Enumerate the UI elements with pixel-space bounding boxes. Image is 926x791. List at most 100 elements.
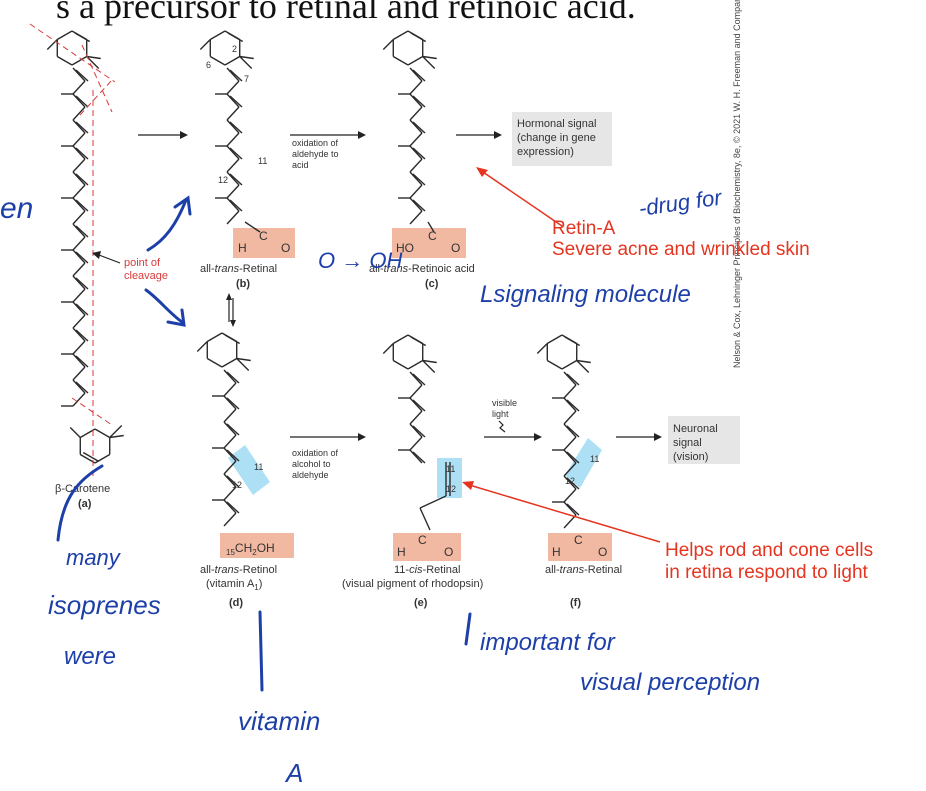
aldehyde-highlight-b	[233, 228, 295, 258]
mol-a-chain-bond	[72, 171, 86, 186]
mol-b-chain-bond	[226, 158, 240, 173]
mol-a-chain-bond	[72, 80, 86, 95]
mol-a-chain-double	[75, 251, 89, 264]
mol-b-chain-double	[229, 147, 243, 160]
mol-b-ring-bond	[209, 30, 226, 41]
mol-e-chain-bond	[409, 384, 423, 399]
mol-d-chain-bond	[223, 447, 237, 462]
mol-a-chain-double	[75, 173, 89, 186]
mol-d-chain-double	[226, 449, 240, 462]
mol-d-methyl	[236, 358, 250, 371]
group-f-h: H	[552, 545, 561, 559]
mol-a-chain-bond	[72, 314, 86, 329]
mol-a-chain-double	[75, 303, 89, 316]
oxidation-alc-2: alcohol to	[292, 459, 331, 469]
mol-f-chain-bond	[563, 514, 577, 529]
mol-f-chain-bond	[563, 501, 577, 516]
mol-a-chain-bond	[72, 223, 86, 238]
mol-a-chain-double	[75, 69, 89, 82]
mol-c-ring-bond	[392, 30, 409, 41]
mol-d-ring-double	[224, 334, 241, 345]
mol-f-chain-double	[566, 425, 580, 438]
mol-a-chain-bond	[72, 145, 86, 160]
mol-a-chain-bond	[72, 93, 86, 108]
mol-e-tail	[419, 495, 447, 509]
mol-a-chain-bond	[72, 327, 86, 342]
mol-e-chain-double	[412, 451, 426, 464]
visible-light-1: visible	[492, 398, 517, 408]
mol-a-chain-bond	[72, 366, 86, 381]
mol-e-methyl	[422, 359, 437, 364]
copyright-text: Nelson & Cox, Lehninger Principles of Bi…	[732, 0, 742, 368]
mol-a-chain-bond	[72, 288, 86, 303]
aldehyde-highlight-f	[548, 533, 612, 561]
hand-important-1: important for	[480, 629, 616, 656]
bond-highlight-f	[565, 438, 602, 488]
mol-b-chain-bond	[226, 171, 240, 186]
mol-e-chain-bond	[409, 410, 423, 425]
mol-c-chain-bond	[409, 80, 423, 95]
mol-a-chain-bond	[72, 119, 86, 134]
letter-a: (a)	[78, 498, 92, 510]
cleavage-marks	[29, 23, 116, 480]
retin-a-use: Severe acne and wrinkled skin	[552, 239, 810, 260]
mol-e-ring-double	[410, 336, 427, 347]
letter-d: (d)	[229, 597, 243, 609]
mol-b-ring-bond	[209, 55, 226, 66]
mol-f-chain-bond	[563, 475, 577, 490]
mol-d-chain-bond	[223, 395, 237, 410]
mol-a-end-ring-double	[82, 451, 99, 462]
hormonal-1: Hormonal signal	[517, 118, 596, 130]
mol-c-methyl	[422, 56, 436, 69]
hand-strokes	[56, 195, 472, 692]
mol-f-chain-bond	[563, 462, 577, 477]
num-d-12: 12	[232, 480, 242, 490]
mol-b-chain-bond	[226, 197, 240, 212]
mol-d-chain-bond	[223, 369, 237, 384]
mol-f-chain-bond	[563, 436, 577, 451]
oxidation-ald-1: oxidation of	[292, 138, 339, 148]
mol-d-chain-bond	[223, 473, 237, 488]
hand-signaling-molecule: Lsignaling molecule	[480, 281, 691, 308]
neuronal-3: (vision)	[673, 451, 708, 463]
group-e-o: O	[444, 545, 453, 559]
num-f-12: 12	[565, 476, 575, 486]
hand-a: A	[284, 758, 303, 786]
mol-f-ring-bond	[546, 334, 563, 345]
mol-c-chain-bond	[409, 145, 423, 160]
mol-a-chain-double	[75, 225, 89, 238]
hand-isoprenes-1: many	[66, 545, 122, 570]
oxidation-alc-3: aldehyde	[292, 470, 329, 480]
mol-b-aldehyde	[244, 221, 261, 233]
num-b-2: 2	[232, 44, 237, 54]
visible-light-2: light	[492, 409, 509, 419]
mol-f-chain-double	[566, 373, 580, 386]
num-b-12: 12	[218, 175, 228, 185]
hand-vitamin: vitamin	[238, 706, 320, 736]
mol-e-tail	[419, 507, 431, 531]
mol-c-chain-bond	[409, 119, 423, 134]
name-e: 11-cis-Retinal	[394, 564, 460, 576]
mol-e-chain-bond	[409, 397, 423, 412]
mol-f-chain-double	[566, 503, 580, 516]
mol-b-methyl	[239, 56, 253, 69]
mol-a-chain-bond	[72, 262, 86, 277]
cleavage-label-1: point of	[124, 257, 161, 269]
mol-d-chain-bond	[223, 434, 237, 449]
letter-b: (b)	[236, 278, 250, 290]
mol-d-chain-bond	[223, 486, 237, 501]
mol-c-chain-bond	[409, 158, 423, 173]
mol-c-chain-bond	[409, 93, 423, 108]
mol-c-methyl	[382, 39, 394, 50]
mol-f-methyl	[576, 360, 590, 373]
mol-a-chain-bond	[72, 106, 86, 121]
mol-e-methyl	[382, 343, 394, 354]
mol-a-chain-bond	[72, 275, 86, 290]
num-e-11: 11	[446, 464, 455, 474]
num-b-7: 7	[244, 74, 249, 84]
name-d: all-trans-Retinol	[200, 564, 277, 576]
mol-a-chain-double	[75, 329, 89, 342]
mol-c-ring-bond	[407, 55, 424, 66]
mol-e-chain-bond	[409, 371, 423, 386]
mol-c-methyl	[422, 55, 437, 60]
